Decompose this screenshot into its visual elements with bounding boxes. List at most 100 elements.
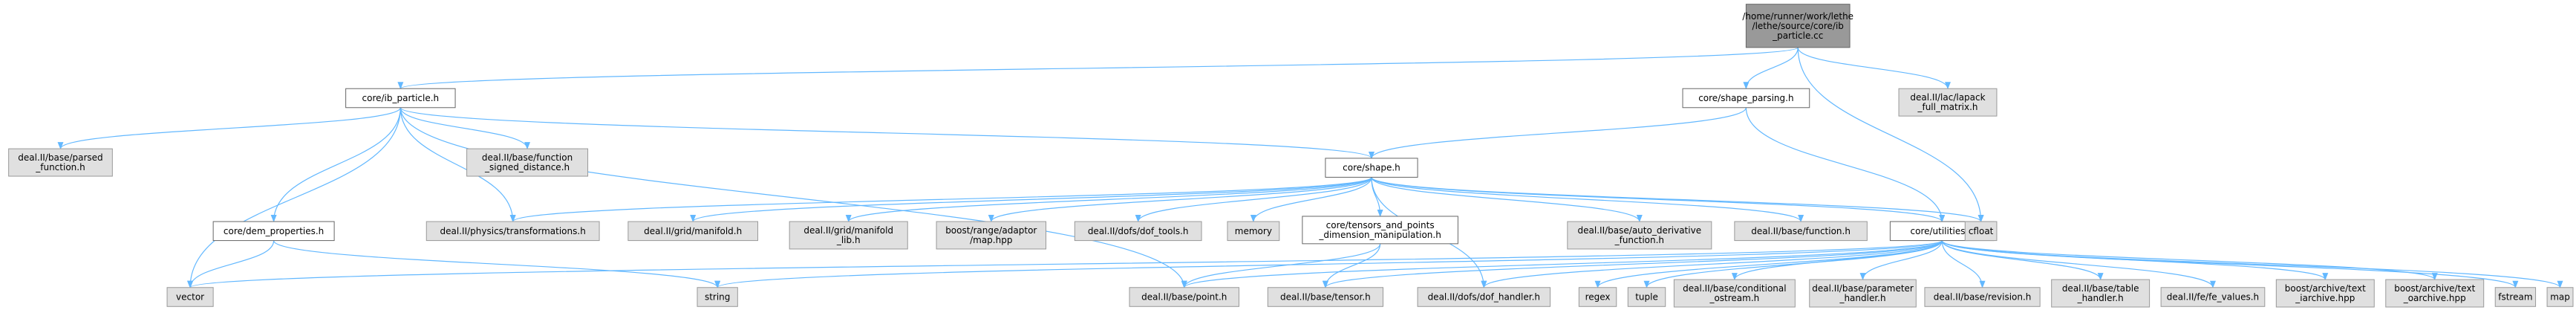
edges-layer <box>57 47 2563 288</box>
edge-shape_h-to-base_function_h <box>1371 177 1804 223</box>
node-ib-particle-h[interactable]: core/ib_particle.h <box>345 88 456 109</box>
node-tensors-points-h[interactable]: core/tensors_and_points_dimension_manipu… <box>1302 216 1458 245</box>
node-label-line: _lib.h <box>836 235 861 245</box>
node-label-line: tuple <box>1635 292 1658 303</box>
node-label-line: deal.II/base/conditional <box>1683 283 1786 294</box>
edge-utilities_h-to-fe_values_h <box>1941 240 2216 288</box>
node-label-line: map <box>2550 292 2570 303</box>
node-box <box>1964 221 1998 242</box>
node-shape-h[interactable]: core/shape.h <box>1325 158 1418 178</box>
node-box <box>212 221 335 242</box>
node-label-line: cfloat <box>1969 226 1994 236</box>
node-label-line: deal.II/dofs/dof_handler.h <box>1428 292 1540 303</box>
node-label-line: core/dem_properties.h <box>224 226 324 236</box>
edge-shape_h-to-grid_manifold_lib_h <box>845 176 1372 223</box>
node-shape-parsing-h[interactable]: core/shape_parsing.h <box>1682 88 1810 109</box>
edge-utilities_h-to-dof_handler_h <box>1481 240 1943 288</box>
node-physics-transformations-h: deal.II/physics/transformations.h <box>425 221 600 242</box>
node-cfloat: cfloat <box>1964 221 1998 242</box>
node-fstream: fstream <box>2494 287 2537 307</box>
node-label-line: /home/runner/work/lethe <box>1742 11 1853 22</box>
node-parameter-handler-h: deal.II/base/parameter_handler.h <box>1809 279 1917 308</box>
node-box <box>2385 279 2485 308</box>
edge-ib_particle_h-to-shape_h <box>400 107 1375 159</box>
node-box <box>627 221 758 242</box>
node-dem-properties-h[interactable]: core/dem_properties.h <box>212 221 335 242</box>
node-label-line: deal.II/base/table <box>2062 283 2139 294</box>
node-map: map <box>2546 287 2574 307</box>
node-label-line: deal.II/base/parameter <box>1812 283 1914 294</box>
node-box <box>1129 287 1239 307</box>
edge-root-to-ib_particle_h <box>397 47 1799 90</box>
node-label-line: _particle.cc <box>1772 30 1823 41</box>
edge-shape_h-to-cfloat <box>1371 176 1984 223</box>
node-box <box>1809 279 1917 308</box>
node-box <box>166 287 214 307</box>
node-fe-values-h: deal.II/fe/fe_values.h <box>2160 287 2266 307</box>
node-box <box>2546 287 2574 307</box>
node-box <box>1302 216 1458 245</box>
node-box <box>425 221 600 242</box>
node-label-line: core/ib_particle.h <box>362 93 440 103</box>
node-label-line: deal.II/lac/lapack <box>1910 92 1985 103</box>
node-memory: memory <box>1227 221 1280 242</box>
node-lapack-full-matrix-h: deal.II/lac/lapack_full_matrix.h <box>1898 88 1998 117</box>
node-box <box>1578 287 1617 307</box>
node-vector: vector <box>166 287 214 307</box>
node-boost-range-adaptor-map: boost/range/adaptor/map.hpp <box>936 221 1047 250</box>
node-label-line: deal.II/base/revision.h <box>1934 292 2032 303</box>
node-box <box>1074 221 1202 242</box>
node-label-line: _oarchive.hpp <box>2403 293 2466 303</box>
node-box <box>1734 221 1868 242</box>
node-box <box>936 221 1047 250</box>
node-label-line: deal.II/base/tensor.h <box>1280 292 1371 303</box>
node-conditional-ostream-h: deal.II/base/conditional_ostream.h <box>1673 279 1796 308</box>
node-root[interactable]: /home/runner/work/lethe/lethe/source/cor… <box>1742 4 1853 48</box>
node-label-line: _dimension_manipulation.h <box>1318 230 1441 240</box>
node-label-line: _ostream.h <box>1709 293 1759 303</box>
node-base-tensor-h: deal.II/base/tensor.h <box>1267 287 1383 307</box>
node-box <box>466 148 589 177</box>
edge-utilities_h-to-table_handler_h <box>1941 240 2104 281</box>
node-box <box>1325 158 1418 178</box>
edge-utilities_h-to-base_point_h <box>1181 240 1943 288</box>
node-label-line: deal.II/base/function.h <box>1751 226 1851 236</box>
node-box <box>345 88 456 109</box>
node-grid-manifold-h: deal.II/grid/manifold.h <box>627 221 758 242</box>
node-label-line: deal.II/base/function <box>482 152 573 163</box>
edge-shape_parsing_h-to-shape_h <box>1369 107 1747 159</box>
node-label-line: string <box>705 292 730 303</box>
node-box <box>1673 279 1796 308</box>
node-box <box>1417 287 1551 307</box>
node-box <box>1924 287 2041 307</box>
node-string: string <box>697 287 738 307</box>
node-label-line: _full_matrix.h <box>1917 102 1977 112</box>
edge-utilities_h-to-parameter_handler_h <box>1859 240 1943 281</box>
node-box <box>1267 287 1383 307</box>
node-label-line: _signed_distance.h <box>484 162 570 172</box>
node-label-line: boost/archive/text <box>2285 283 2366 294</box>
node-label-line: core/tensors_and_points <box>1326 220 1435 230</box>
edge-utilities_h-to-conditional_ostream_h <box>1731 240 1943 281</box>
node-dof-tools-h: deal.II/dofs/dof_tools.h <box>1074 221 1202 242</box>
node-label-line: regex <box>1585 292 1611 303</box>
node-label-line: deal.II/dofs/dof_tools.h <box>1088 226 1189 236</box>
node-label-line: fstream <box>2498 292 2532 303</box>
edge-utilities_h-to-base_tensor_h <box>1323 240 1943 288</box>
node-box <box>697 287 738 307</box>
node-label-line: _handler.h <box>1839 293 1885 303</box>
nodes-layer: /home/runner/work/lethe/lethe/source/cor… <box>8 4 2574 308</box>
edge-utilities_h-to-map <box>1941 240 2563 288</box>
node-box <box>1227 221 1280 242</box>
node-box <box>1627 287 1666 307</box>
edge-utilities_h-to-vector <box>187 240 1943 288</box>
edge-root-to-shape_parsing_h <box>1743 47 1799 90</box>
edge-ib_particle_h-to-base_point_h <box>400 107 1187 288</box>
node-label-line: core/shape_parsing.h <box>1698 93 1793 103</box>
edge-shape_h-to-physics_transformations_h <box>510 176 1372 223</box>
edge-dem_properties_h-to-string <box>273 240 720 288</box>
node-label-line: core/utilities.h <box>1911 226 1974 236</box>
edge-root-to-cfloat <box>1797 47 1984 223</box>
node-revision-h: deal.II/base/revision.h <box>1924 287 2041 307</box>
